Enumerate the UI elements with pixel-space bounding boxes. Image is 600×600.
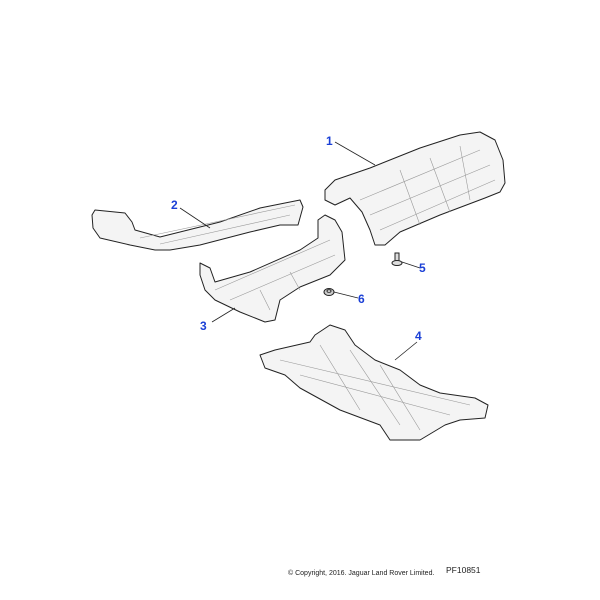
part-1-heat-shield[interactable]	[324, 131, 506, 246]
callout-5[interactable]: 5	[419, 261, 426, 275]
part-5-bolt-icon[interactable]	[391, 252, 403, 266]
leader-lines	[179, 141, 421, 361]
callout-4[interactable]: 4	[415, 329, 422, 343]
callout-2[interactable]: 2	[171, 198, 178, 212]
copyright-text: © Copyright, 2016. Jaguar Land Rover Lim…	[288, 570, 435, 577]
callout-3[interactable]: 3	[200, 319, 207, 333]
callout-6[interactable]: 6	[358, 292, 365, 306]
part-2-heat-shield[interactable]	[91, 199, 304, 251]
part-3-heat-shield[interactable]	[199, 214, 346, 323]
figure-code: PF10851	[446, 565, 481, 575]
callout-1[interactable]: 1	[326, 134, 333, 148]
part-6-nut-icon[interactable]	[323, 288, 335, 296]
